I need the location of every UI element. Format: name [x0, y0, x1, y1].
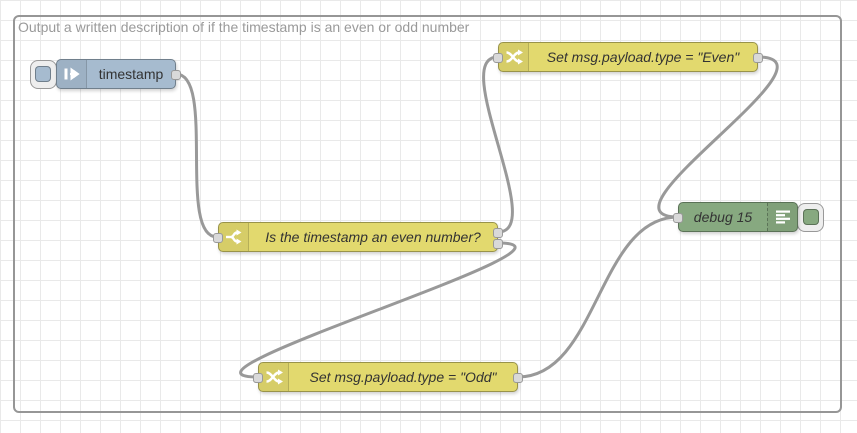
wire-switch-out1-to-change-even[interactable] [482, 55, 514, 234]
debug-output-icon [767, 203, 797, 231]
group-label: Output a written description of if the t… [18, 19, 470, 35]
node-change-set-even[interactable]: Set msg.payload.type = "Even" [493, 42, 763, 72]
node-label-change-odd: Set msg.payload.type = "Odd" [309, 369, 497, 385]
group-box[interactable]: Output a written description of if the t… [13, 15, 842, 413]
node-label-debug: debug 15 [693, 209, 753, 225]
port-change-even-output[interactable] [753, 53, 763, 63]
wire-inject-to-switch[interactable] [175, 72, 218, 239]
port-change-even-input[interactable] [493, 53, 503, 63]
port-switch-output-1[interactable] [493, 228, 503, 238]
node-label-switch: Is the timestamp an even number? [265, 229, 481, 245]
port-debug-input[interactable] [673, 213, 683, 223]
inject-run-button-inner [35, 66, 51, 82]
debug-toggle-button-inner [803, 209, 819, 225]
node-debug-15[interactable]: debug 15 [673, 202, 798, 232]
inject-arrow-icon [57, 60, 87, 88]
wire-change-even-to-debug[interactable] [657, 55, 779, 219]
node-label-timestamp: timestamp [98, 66, 164, 82]
wire-change-odd-to-debug[interactable] [517, 215, 679, 379]
node-inject-timestamp[interactable]: timestamp [56, 59, 181, 89]
inject-run-button[interactable] [30, 60, 57, 89]
change-swap-icon [259, 363, 289, 391]
port-switch-input[interactable] [213, 233, 223, 243]
port-switch-output-2[interactable] [493, 239, 503, 249]
port-inject-output[interactable] [171, 70, 181, 80]
debug-toggle-button[interactable] [797, 203, 824, 232]
node-change-set-odd[interactable]: Set msg.payload.type = "Odd" [253, 362, 523, 392]
change-swap-icon [499, 43, 529, 71]
wire-switch-out2-to-change-odd[interactable] [239, 241, 517, 379]
port-change-odd-output[interactable] [513, 373, 523, 383]
switch-branch-icon [219, 223, 249, 251]
node-label-change-even: Set msg.payload.type = "Even" [546, 49, 740, 65]
node-switch-even-check[interactable]: Is the timestamp an even number? [213, 222, 503, 252]
port-change-odd-input[interactable] [253, 373, 263, 383]
